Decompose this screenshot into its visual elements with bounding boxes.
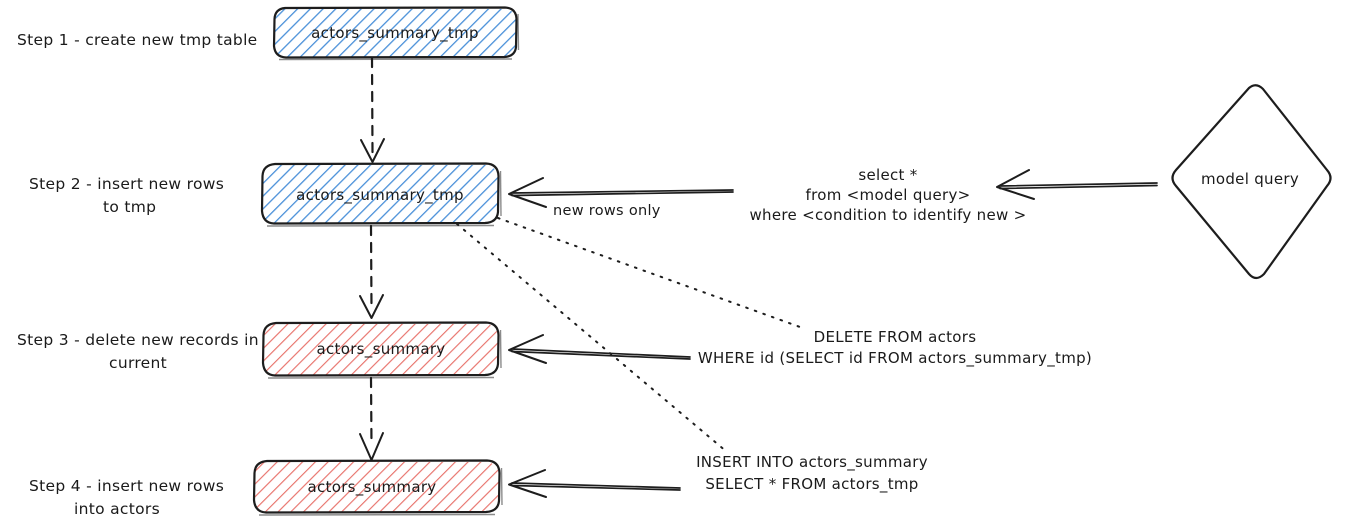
node-actors-summary-tmp-1[interactable]: actors_summary_tmp bbox=[272, 6, 520, 61]
node-1-label: actors_summary_tmp bbox=[311, 24, 479, 43]
delete-sql-text: DELETE FROM actors WHERE id (SELECT id F… bbox=[698, 328, 1092, 368]
step-2-label-line2: to tmp bbox=[103, 198, 156, 216]
edge-insert-sql-to-node4 bbox=[508, 469, 681, 498]
edge-label-new-rows-only: new rows only bbox=[553, 203, 661, 219]
node-4-label: actors_summary bbox=[308, 478, 437, 497]
node-model-query-diamond[interactable]: model query bbox=[1171, 84, 1332, 280]
edge-node2-to-delete-sql bbox=[497, 217, 801, 328]
edge-node1-to-node2 bbox=[360, 56, 385, 163]
step-3-label-line1: Step 3 - delete new records in bbox=[17, 331, 259, 349]
step-4-label-line1: Step 4 - insert new rows bbox=[29, 477, 224, 495]
insert-sql-text: INSERT INTO actors_summary SELECT * FROM… bbox=[696, 453, 928, 494]
model-query-sql-line-3: where <condition to identify new > bbox=[749, 206, 1026, 224]
step-4-group: Step 4 - insert new rows into actors act… bbox=[29, 459, 503, 518]
delete-sql-line-2: WHERE id (SELECT id FROM actors_summary_… bbox=[698, 349, 1092, 368]
edge-node2-to-node3 bbox=[359, 224, 384, 319]
model-query-sql-line-1: select * bbox=[858, 166, 917, 184]
delete-sql-line-1: DELETE FROM actors bbox=[814, 328, 977, 346]
edge-new-rows-only: new rows only bbox=[508, 177, 734, 219]
step-4-label-line2: into actors bbox=[74, 500, 160, 518]
insert-sql-line-2: SELECT * FROM actors_tmp bbox=[705, 475, 918, 494]
node-actors-summary-tmp-2[interactable]: actors_summary_tmp bbox=[260, 162, 502, 227]
step-1-label: Step 1 - create new tmp table bbox=[17, 31, 258, 49]
node-actors-summary-2[interactable]: actors_summary bbox=[252, 459, 503, 516]
node-3-label: actors_summary bbox=[317, 340, 446, 359]
edge-model-query-to-sql bbox=[996, 169, 1158, 200]
step-3-label-line2: current bbox=[109, 354, 167, 372]
step-1-group: Step 1 - create new tmp table actors_sum… bbox=[17, 6, 520, 61]
step-2-label-line1: Step 2 - insert new rows bbox=[29, 175, 224, 193]
node-model-query-label: model query bbox=[1201, 170, 1299, 188]
model-query-sql-line-2: from <model query> bbox=[806, 186, 971, 204]
insert-sql-line-1: INSERT INTO actors_summary bbox=[696, 453, 928, 472]
step-2-group: Step 2 - insert new rows to tmp actors_s… bbox=[29, 162, 502, 227]
edge-node3-to-node4 bbox=[359, 376, 384, 461]
node-2-label: actors_summary_tmp bbox=[296, 186, 464, 205]
model-query-sql-text: select * from <model query> where <condi… bbox=[749, 166, 1026, 224]
edge-delete-sql-to-node3 bbox=[508, 334, 691, 364]
step-3-group: Step 3 - delete new records in current a… bbox=[17, 321, 502, 379]
node-actors-summary-1[interactable]: actors_summary bbox=[261, 321, 502, 379]
